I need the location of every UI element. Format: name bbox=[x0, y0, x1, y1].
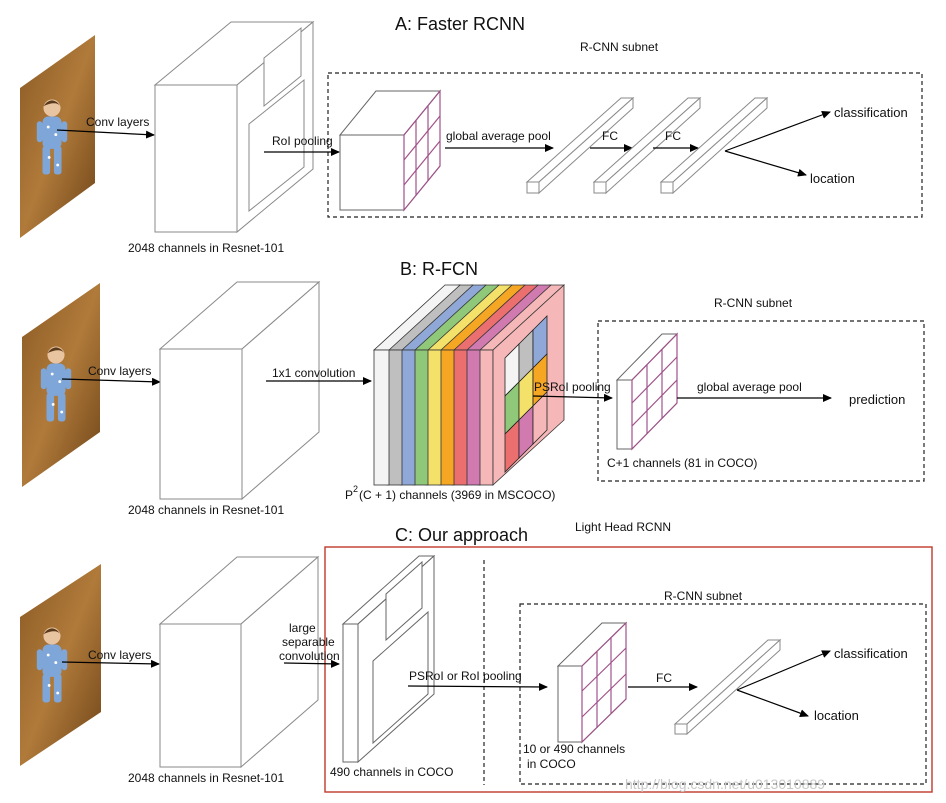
classification-label-a: classification bbox=[834, 105, 908, 120]
large-conv-line1: large bbox=[289, 621, 316, 635]
conv-arrow-a bbox=[56, 129, 155, 139]
light-head-label: Light Head RCNN bbox=[575, 520, 671, 534]
watermark: http://blog.csdn.net/u013010889 bbox=[625, 776, 825, 792]
conv-layers-label-a: Conv layers bbox=[86, 115, 149, 129]
large-conv-line3: convolution bbox=[279, 649, 340, 663]
classification-arrow-c bbox=[736, 650, 831, 691]
input-image-c bbox=[20, 564, 101, 766]
rcnn-subnet-label-a: R-CNN subnet bbox=[580, 40, 659, 54]
pooled-roi-cube-b bbox=[615, 332, 679, 451]
global-average-pool-label-b: global average pool bbox=[697, 380, 802, 394]
score-map-caption-p: P bbox=[345, 488, 353, 502]
pooled-caption-line1: 10 or 490 channels bbox=[523, 742, 625, 756]
section-c-title: C: Our approach bbox=[395, 525, 528, 545]
section-a-title: A: Faster RCNN bbox=[395, 14, 525, 34]
score-map-caption-b: P 2 (C + 1) channels (3969 in MSCOCO) bbox=[345, 484, 555, 502]
rcnn-subnet-box-b bbox=[597, 320, 925, 482]
conv-layers-label-c: Conv layers bbox=[88, 648, 151, 662]
rcnn-subnet-box-c bbox=[519, 603, 927, 785]
roi-pooling-label-a: RoI pooling bbox=[272, 134, 333, 148]
location-label-a: location bbox=[810, 171, 855, 186]
score-map-slice bbox=[385, 284, 475, 486]
fc-label-a2: FC bbox=[665, 129, 681, 143]
psroi-or-roi-label-c: PSRoI or RoI pooling bbox=[409, 669, 522, 683]
psroi-arrow-b bbox=[532, 393, 613, 402]
thin-map-caption: 490 channels in COCO bbox=[330, 765, 453, 779]
subnet-caption-b: C+1 channels (81 in COCO) bbox=[607, 456, 757, 470]
fc-bar-a2 bbox=[592, 96, 702, 195]
section-a: A: Faster RCNN Conv layers 2048 channels… bbox=[20, 14, 923, 255]
position-sensitive-score-maps bbox=[372, 284, 566, 486]
fc-bar-a1 bbox=[525, 96, 635, 195]
input-image-b bbox=[22, 283, 100, 487]
rcnn-subnet-label-b: R-CNN subnet bbox=[714, 296, 793, 310]
conv-arrow-b bbox=[61, 377, 161, 386]
score-map-slice bbox=[411, 284, 501, 486]
classification-arrow-a bbox=[724, 111, 831, 152]
backbone-caption-b: 2048 channels in Resnet-101 bbox=[128, 503, 284, 517]
rcnn-subnet-label-c: R-CNN subnet bbox=[664, 589, 743, 603]
prediction-label-b: prediction bbox=[849, 392, 905, 407]
rcnn-subnet-box-a bbox=[327, 72, 923, 218]
light-head-frame bbox=[324, 546, 933, 793]
location-arrow-c bbox=[736, 689, 809, 718]
input-image-a bbox=[20, 35, 95, 238]
section-c: C: Our approach Light Head RCNN Conv lay… bbox=[20, 520, 933, 793]
conv-arrow-c bbox=[61, 659, 160, 668]
score-map-caption-rest: (C + 1) channels (3969 in MSCOCO) bbox=[359, 488, 555, 502]
psroi-pooling-label-b: PSRoI pooling bbox=[534, 380, 611, 394]
fc-bar-a3 bbox=[659, 96, 769, 195]
pooled-caption-line2: in COCO bbox=[527, 757, 576, 771]
fc-label-c: FC bbox=[656, 671, 672, 685]
large-conv-arrow bbox=[283, 659, 340, 668]
score-map-slice bbox=[372, 284, 462, 486]
score-map-slice bbox=[424, 284, 514, 486]
location-arrow-a bbox=[724, 150, 807, 177]
backbone-caption-a: 2048 channels in Resnet-101 bbox=[128, 241, 284, 255]
global-average-pool-label-a: global average pool bbox=[446, 129, 551, 143]
large-conv-line2: separable bbox=[282, 635, 335, 649]
pooled-roi-cube-c bbox=[556, 621, 628, 744]
pooled-roi-cube-a bbox=[338, 89, 442, 212]
section-b-title: B: R-FCN bbox=[400, 259, 478, 279]
section-b: B: R-FCN Conv layers 2048 channels in Re… bbox=[22, 259, 925, 517]
backbone-caption-c: 2048 channels in Resnet-101 bbox=[128, 771, 284, 785]
score-map-caption-sup: 2 bbox=[353, 484, 358, 494]
score-map-slice bbox=[398, 284, 488, 486]
backbone-feature-map-a bbox=[153, 20, 315, 234]
psroi-or-roi-arrow-c bbox=[407, 682, 548, 691]
classification-label-c: classification bbox=[834, 646, 908, 661]
fc-bar-c bbox=[673, 638, 782, 736]
conv-1x1-label-b: 1x1 convolution bbox=[272, 366, 355, 380]
fc-label-a1: FC bbox=[602, 129, 618, 143]
conv-layers-label-b: Conv layers bbox=[88, 364, 151, 378]
backbone-feature-map-c bbox=[158, 555, 320, 769]
thin-feature-map-c bbox=[341, 554, 436, 764]
location-label-c: location bbox=[814, 708, 859, 723]
backbone-feature-map-b bbox=[158, 280, 321, 501]
